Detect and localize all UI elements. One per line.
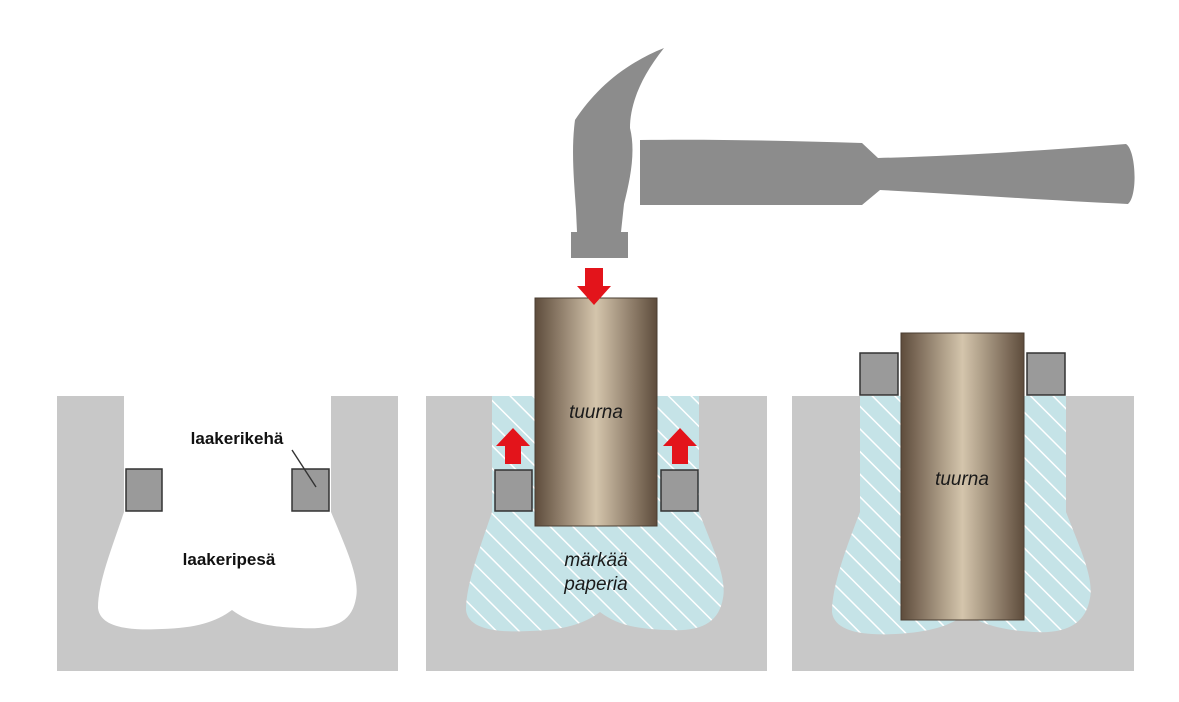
bearing-ring-label: laakerikehä: [191, 429, 284, 448]
wet-paper-label-line2: paperia: [563, 574, 627, 595]
hammer-icon: [571, 48, 1135, 258]
panel-hammering: tuurna märkää paperia: [426, 48, 1135, 671]
bearing-ring-left: [494, 469, 533, 512]
mandrel-label: tuurna: [569, 402, 623, 423]
arrow-down-icon: [577, 268, 611, 305]
bearing-ring-right: [291, 468, 330, 512]
bearing-ring-right: [660, 469, 699, 512]
bearing-housing-label: laakeripesä: [183, 550, 276, 569]
bearing-ring-left: [125, 468, 163, 512]
bearing-ring-left: [859, 352, 899, 396]
arrow-up-icon: [496, 428, 530, 464]
hammer-head: [571, 48, 664, 258]
bearing-ring-leader: [291, 449, 317, 488]
panel-initial: laakerikehä laakeripesä: [57, 396, 398, 671]
bearing-housing-cavity: [98, 396, 357, 630]
arrow-up-icon: [663, 428, 697, 464]
mandrel-label: tuurna: [935, 469, 989, 490]
wet-paper-label-line1: märkää: [564, 550, 627, 571]
hammer-handle: [640, 139, 1135, 205]
mandrel: [900, 332, 1025, 621]
panel-removed: tuurna: [792, 332, 1134, 671]
bearing-ring-right: [1026, 352, 1066, 396]
